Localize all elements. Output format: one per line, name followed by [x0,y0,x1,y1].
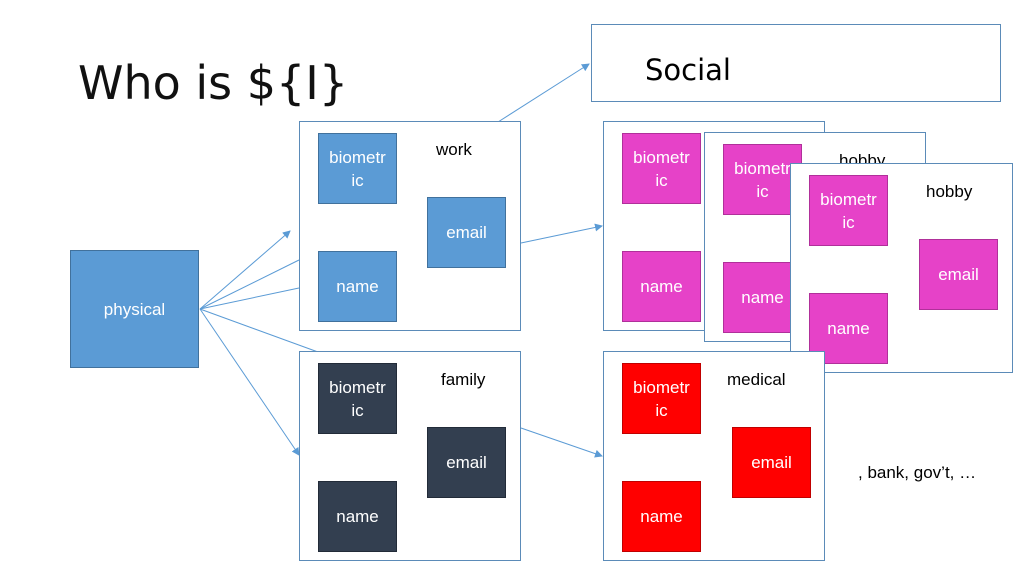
arrow-physical-family [199,308,300,456]
work-panel: work biometr ic email name [299,121,521,331]
social-persona-name-box: name [622,251,701,322]
arrow-physical-work-low [199,287,300,310]
more-personas-label: , bank, gov’t, … [858,463,977,482]
arrow-family-medical [520,427,603,458]
arrow-physical-work-mid [199,259,300,310]
slide-title: Who is ${I} [78,56,349,110]
hobby-back-biometric-box: biometr ic [723,144,802,215]
family-biometric-box: biometr ic [318,363,397,434]
hobby-back-name-box: name [723,262,802,333]
medical-email-box: email [732,427,811,498]
family-name-box: name [318,481,397,552]
hobby-front-panel: hobby biometr ic email name [790,163,1013,373]
arrow-physical-family-top [199,308,319,353]
family-label: family [441,370,486,389]
work-name-box: name [318,251,397,322]
arrow-physical-work-top [199,230,291,310]
arrow-work-social-persona [520,223,603,244]
social-persona-biometric-box: biometr ic [622,133,701,204]
work-label: work [436,140,472,159]
medical-label: medical [727,370,786,389]
medical-name-box: name [622,481,701,552]
family-email-box: email [427,427,506,498]
hobby-front-email-box: email [919,239,998,310]
arrow-work-social [497,63,590,123]
social-label: Social [645,53,731,87]
medical-panel: medical biometr ic email name [603,351,825,561]
medical-biometric-box: biometr ic [622,363,701,434]
family-panel: family biometr ic email name [299,351,521,561]
hobby-front-label: hobby [926,182,973,201]
social-panel: Social [591,24,1001,102]
physical-box: physical [70,250,199,368]
work-email-box: email [427,197,506,268]
work-biometric-box: biometr ic [318,133,397,204]
hobby-front-biometric-box: biometr ic [809,175,888,246]
